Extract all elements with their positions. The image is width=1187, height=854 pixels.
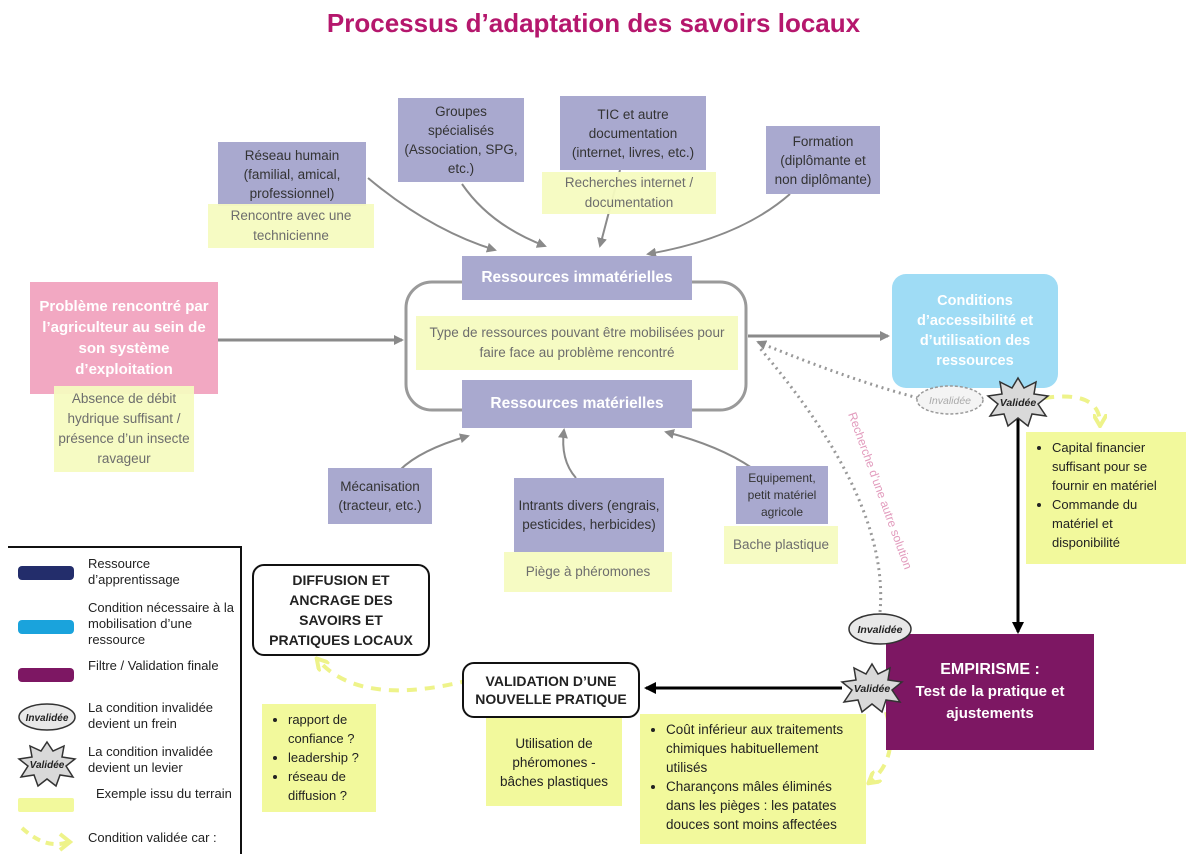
list-item: réseau de diffusion ? <box>288 767 368 805</box>
cloud-badge-empirisme: Invalidée <box>848 613 912 645</box>
valid-badge-text: Validée <box>1000 397 1037 409</box>
star-badge-empirisme: Validée <box>840 662 904 714</box>
legend-star-icon: Validée <box>17 740 77 788</box>
example-tic: Recherches internet / documentation <box>542 172 716 214</box>
invalid-badge-text: Invalidée <box>929 395 971 407</box>
validation-example: Utilisation de phéromones - bâches plast… <box>486 718 622 806</box>
arrow-mecanisation <box>399 433 470 471</box>
legend-label: Ressource d’apprentissage <box>88 556 180 587</box>
arrow-reseau <box>367 177 497 253</box>
diffusion-list: rapport de confiance ? leadership ? rése… <box>262 704 376 812</box>
resource-tic: TIC et autre documentation (internet, li… <box>560 96 706 170</box>
legend-badge-text: Validée <box>30 760 65 771</box>
example-equipement: Bache plastique <box>724 526 838 564</box>
empirisme-box: EMPIRISME : Test de la pratique et ajust… <box>886 634 1094 750</box>
valid-badge-text: Validée <box>854 683 891 695</box>
validation-box: VALIDATION D’UNE NOUVELLE PRATIQUE <box>462 662 640 718</box>
example-intrants: Piège à phéromones <box>504 552 672 592</box>
center-description: Type de ressources pouvant être mobilisé… <box>416 316 738 370</box>
diffusion-box: DIFFUSION ET ANCRAGE DES SAVOIRS ET PRAT… <box>252 564 430 656</box>
list-item: rapport de confiance ? <box>288 710 368 748</box>
empirisme-subtitle: Test de la pratique et ajustements <box>915 683 1065 722</box>
legend-label: Condition validée car : <box>88 830 217 845</box>
example-problem: Absence de débit hydrique suffisant / pr… <box>54 386 194 472</box>
list-item: leadership ? <box>288 748 368 767</box>
arrow-groupes <box>461 183 547 248</box>
star-badge-conditions: Validée <box>986 376 1050 428</box>
legend-yellow-arrow-icon <box>20 826 74 852</box>
empirisme-title: EMPIRISME : <box>940 661 1040 678</box>
arrow-intrants <box>557 428 577 479</box>
yellow-curve-diffusion <box>318 660 471 693</box>
legend-swatch-example <box>18 798 74 812</box>
legend-cloud-icon: Invalidée <box>18 703 76 731</box>
legend-swatch-filter <box>18 668 74 682</box>
search-other-label: Recherche d’une autre solution <box>845 410 915 571</box>
yellow-curve-conditions <box>1043 394 1100 424</box>
list-item: Commande du matériel et disponibilité <box>1052 495 1178 552</box>
legend-label: Condition nécessaire à la mobilisation d… <box>88 600 234 647</box>
conditions-box: Conditions d’accessibilité et d’utilisat… <box>892 274 1058 388</box>
invalid-badge-text: Invalidée <box>858 624 903 636</box>
resource-formation: Formation (diplômante et non diplômante) <box>766 126 880 194</box>
cloud-badge-conditions: Invalidée <box>916 385 984 415</box>
list-item: Coût inférieur aux traitements chimiques… <box>666 720 858 777</box>
conditions-valid-list: Capital financier suffisant pour se four… <box>1026 432 1186 564</box>
arrow-formation <box>646 193 791 258</box>
legend-label: La condition invalidée devient un levier <box>88 744 214 775</box>
arrow-equipement <box>664 429 753 469</box>
resource-intrants: Intrants divers (engrais, pesticides, he… <box>514 478 664 552</box>
legend-label: Exemple issu du terrain <box>96 786 232 801</box>
legend-label: Filtre / Validation finale <box>88 658 219 673</box>
empirisme-valid-list: Coût inférieur aux traitements chimiques… <box>640 714 866 844</box>
page-title: Processus d’adaptation des savoirs locau… <box>326 8 861 38</box>
resource-equipement: Equipement, petit matériel agricole <box>736 466 828 524</box>
legend-swatch-condition <box>18 620 74 634</box>
resource-reseau-humain: Réseau humain (familial, amical, profess… <box>218 142 366 206</box>
list-item: Capital financier suffisant pour se four… <box>1052 438 1178 495</box>
header-ressources-materielles: Ressources matérielles <box>462 380 692 428</box>
example-reseau-humain: Rencontre avec une technicienne <box>208 204 374 248</box>
header-ressources-immaterielles: Ressources immatérielles <box>462 256 692 300</box>
legend: Ressource d’apprentissage Condition néce… <box>8 546 242 854</box>
legend-badge-text: Invalidée <box>26 713 69 724</box>
list-item: Charançons mâles éliminés dans les piège… <box>666 777 858 834</box>
resource-mecanisation: Mécanisation (tracteur, etc.) <box>328 468 432 524</box>
dotted-return-empirisme <box>756 345 883 613</box>
resource-groupes-specialises: Groupes spécialisés (Association, SPG, e… <box>398 98 524 182</box>
legend-swatch-resource <box>18 566 74 580</box>
legend-label: La condition invalidée devient un frein <box>88 700 214 731</box>
problem-box: Problème rencontré par l’agriculteur au … <box>30 282 218 394</box>
